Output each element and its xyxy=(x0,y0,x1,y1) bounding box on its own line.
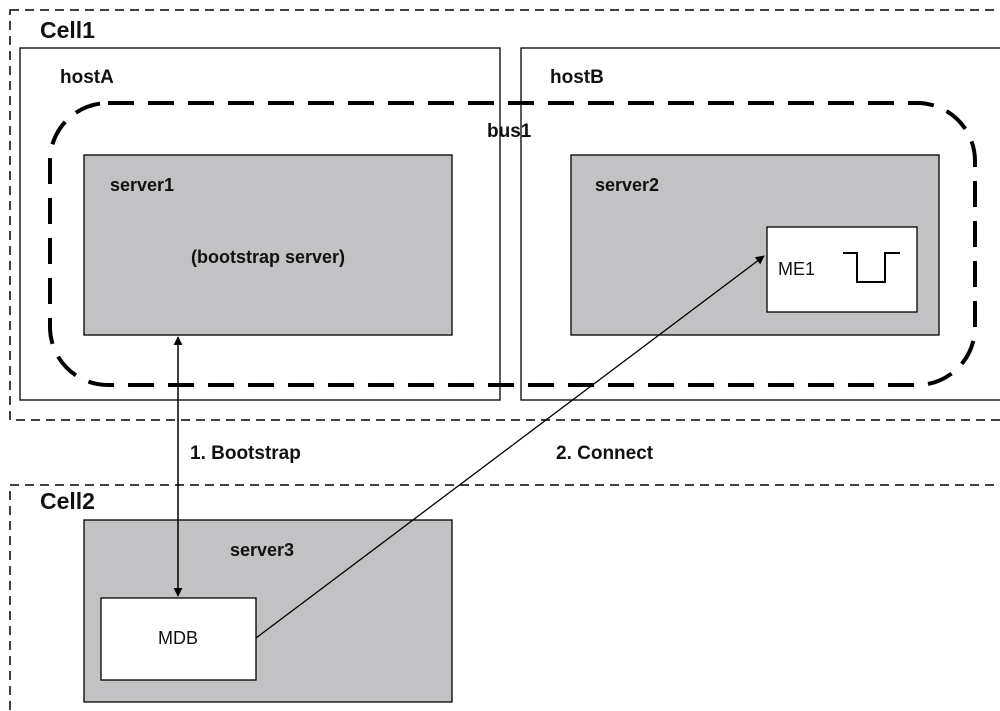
server1-label: server1 xyxy=(110,175,174,195)
hosta-label: hostA xyxy=(60,67,114,88)
server3-label: server3 xyxy=(230,540,294,560)
queue-icon xyxy=(843,252,900,283)
bootstrap-server-note: (bootstrap server) xyxy=(191,247,345,267)
me1-label: ME1 xyxy=(778,259,815,279)
cell1-label: Cell1 xyxy=(40,17,95,43)
bus1-label: bus1 xyxy=(487,121,532,142)
cell1-boundary xyxy=(9,9,1000,421)
bus1-boundary xyxy=(48,101,977,387)
bootstrap-arrow-label: 1. Bootstrap xyxy=(190,443,301,464)
server1-box xyxy=(83,154,453,336)
mdb-box xyxy=(100,597,257,681)
mdb-label: MDB xyxy=(158,628,198,648)
hostb-label: hostB xyxy=(550,67,604,88)
connect-arrow xyxy=(255,255,765,639)
connect-arrow-label: 2. Connect xyxy=(556,443,654,464)
me1-box xyxy=(766,226,918,313)
server2-label: server2 xyxy=(595,175,659,195)
cell2-label: Cell2 xyxy=(40,488,95,514)
